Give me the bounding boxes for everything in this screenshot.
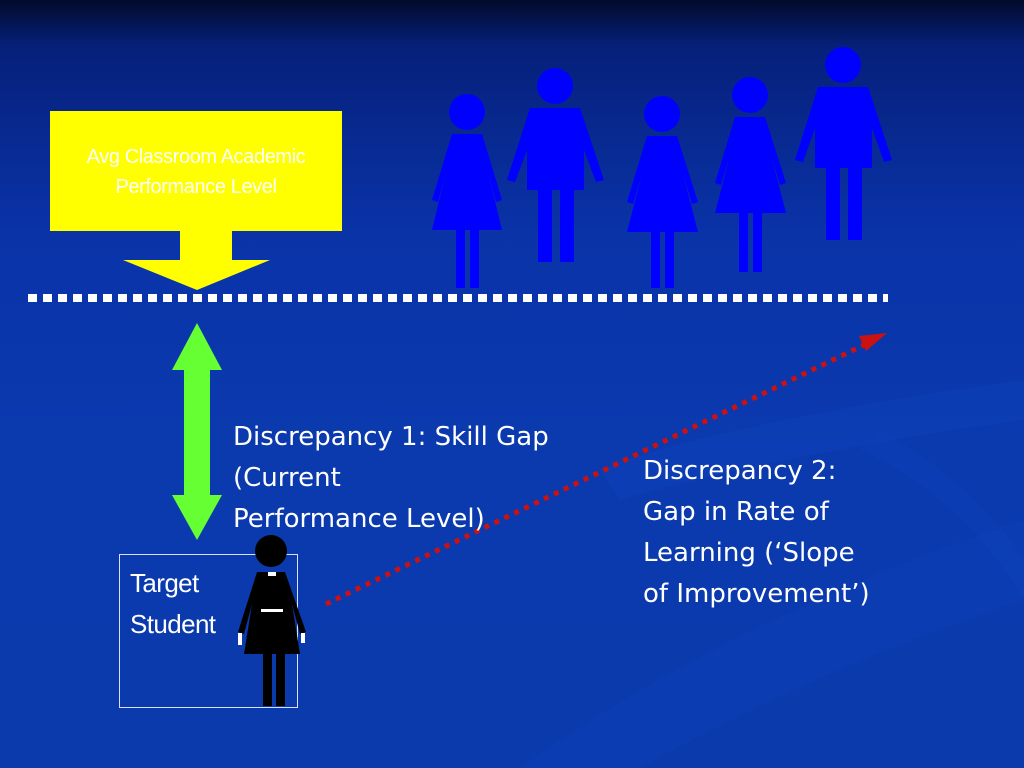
male-figure-icon [507,68,604,262]
discrepancy-2-label: Discrepancy 2: Gap in Rate of Learning (… [643,456,870,609]
target-student-label: Target Student [130,568,216,639]
female-figure-icon [627,96,698,288]
avg-performance-label: Avg Classroom Academic Performance Level [86,146,306,198]
female-figure-icon [715,77,786,272]
target-student-box [119,554,298,708]
female-figure-icon [238,535,306,706]
female-figure-icon [432,94,502,288]
male-figure-icon [795,47,892,240]
avg-performance-box [50,111,342,231]
discrepancy-1-label: Discrepancy 1: Skill Gap (Current Perfor… [233,422,549,534]
